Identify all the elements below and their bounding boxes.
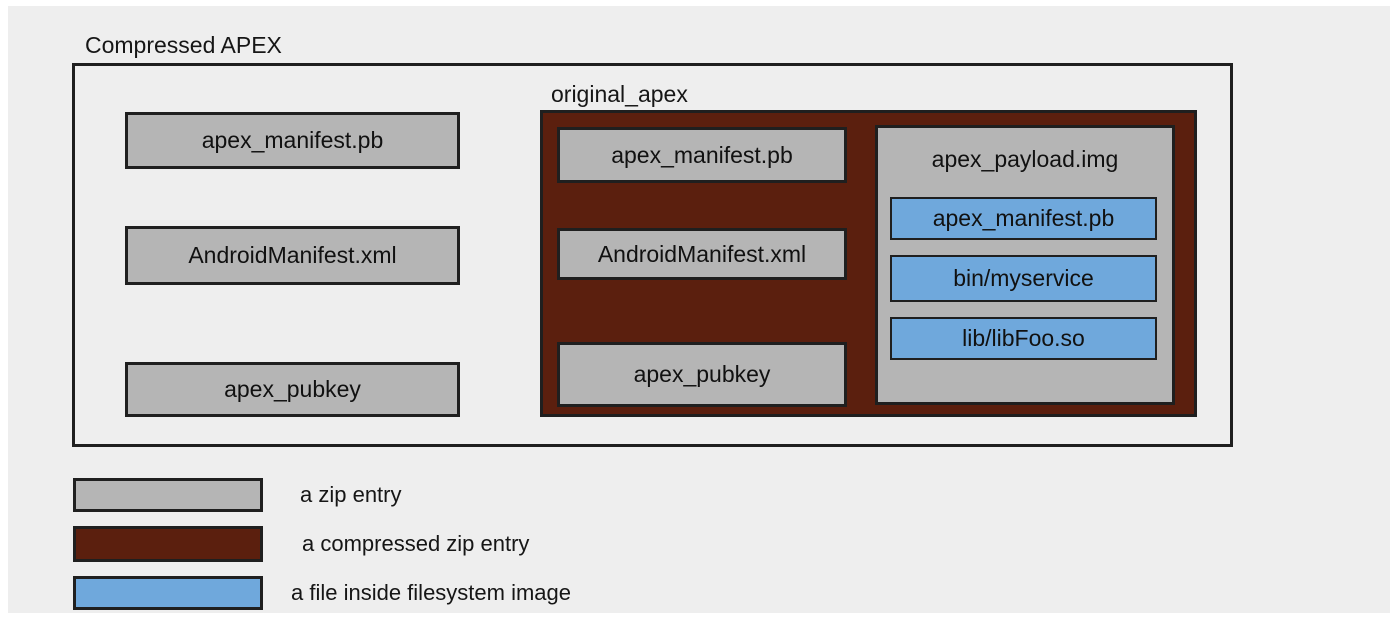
fs-file-bin-myservice: bin/myservice <box>890 255 1157 302</box>
original-apex-entry-android-manifest-xml: AndroidManifest.xml <box>557 228 847 280</box>
compressed-apex-box <box>72 63 1233 447</box>
fs-file-apex-manifest-pb: apex_manifest.pb <box>890 197 1157 240</box>
zip-entry-apex-pubkey: apex_pubkey <box>125 362 460 417</box>
compressed-apex-title: Compressed APEX <box>85 32 282 58</box>
legend-filesystem-file-label: a file inside filesystem image <box>291 580 572 605</box>
legend-zip-entry-label: a zip entry <box>300 482 402 507</box>
legend-compressed-zip-entry-swatch <box>73 526 263 562</box>
legend-filesystem-file-swatch <box>73 576 263 610</box>
apex-payload-img-label: apex_payload.img <box>931 146 1119 172</box>
zip-entry-apex-manifest-pb: apex_manifest.pb <box>125 112 460 169</box>
original-apex-entry-apex-manifest-pb: apex_manifest.pb <box>557 127 847 183</box>
legend-zip-entry-swatch <box>73 478 263 512</box>
original-apex-label: original_apex <box>551 81 688 107</box>
fs-file-lib-libfoo-so: lib/libFoo.so <box>890 317 1157 360</box>
original-apex-entry-apex-pubkey: apex_pubkey <box>557 342 847 407</box>
zip-entry-android-manifest-xml: AndroidManifest.xml <box>125 226 460 285</box>
legend-compressed-zip-entry-label: a compressed zip entry <box>302 531 530 556</box>
